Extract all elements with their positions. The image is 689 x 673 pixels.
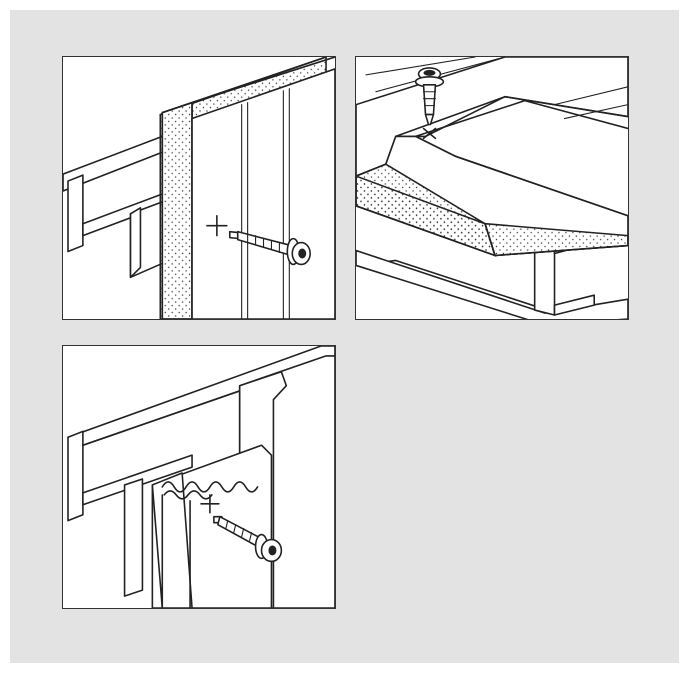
diagram-canvas [10,10,679,663]
steel-i-beam-icon [63,135,164,279]
wall-panel-fixing-illustration [62,56,336,320]
fixing-point-marker-icon [200,494,220,514]
self-drilling-screw-icon [414,67,445,126]
panel-joint-icon [151,355,335,608]
self-drilling-screw-icon [213,515,283,563]
steel-i-beam-icon [356,230,628,319]
panel-joint-fixing-drawing [67,346,335,608]
wall-panel-fixing-drawing [63,57,335,319]
roof-panel-fixing-drawing [356,57,628,319]
self-drilling-screw-icon [228,230,311,266]
panel-joint-fixing-illustration [62,345,336,609]
fixing-point-marker-icon [206,214,228,237]
roof-panel-fixing-illustration [355,56,629,320]
insulated-wall-panel-icon [159,57,335,319]
fixing-point-marker-icon [422,127,437,140]
insulated-roof-panel-icon [356,57,628,257]
